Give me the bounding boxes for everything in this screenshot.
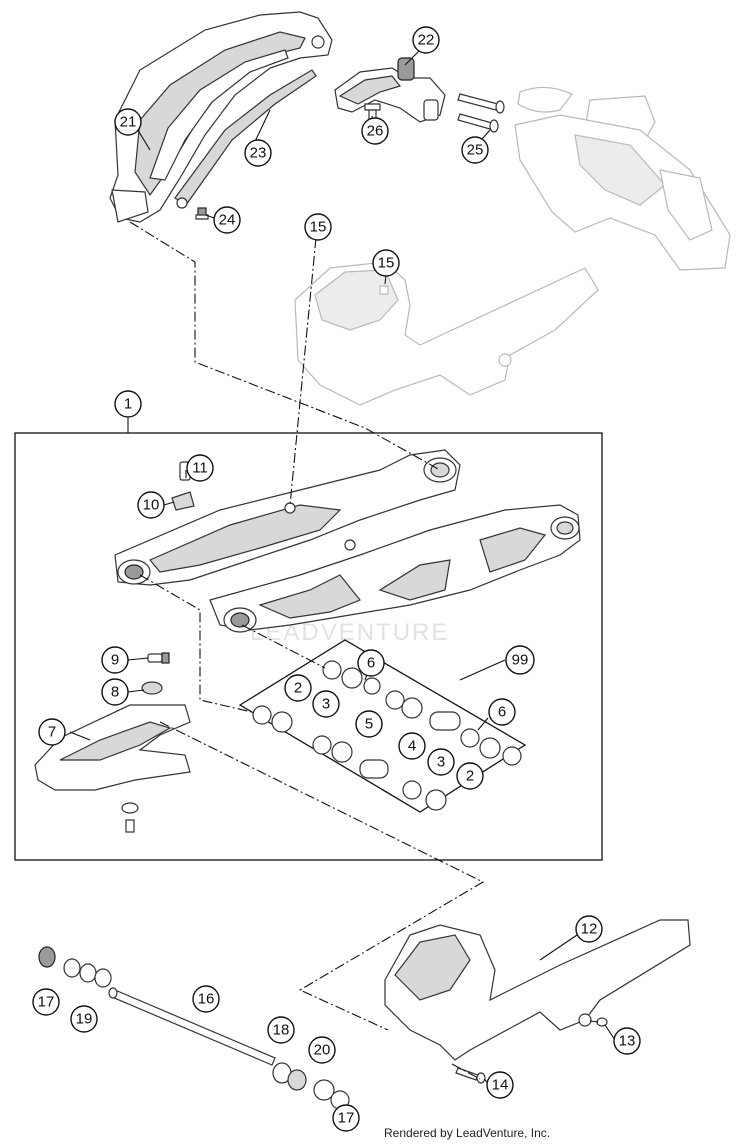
callout-6-bottom: 6 xyxy=(488,698,516,726)
callout-17-left: 17 xyxy=(32,988,60,1016)
svg-text:26: 26 xyxy=(367,123,384,140)
svg-text:6: 6 xyxy=(498,704,506,721)
chain-guard-ghost-top xyxy=(294,227,599,406)
svg-text:16: 16 xyxy=(198,991,215,1008)
callout-6-top: 6 xyxy=(357,649,385,677)
svg-text:18: 18 xyxy=(273,1022,290,1039)
assembly-lines xyxy=(129,221,599,1080)
bearing-kit-99 xyxy=(238,639,527,813)
svg-text:6: 6 xyxy=(367,655,375,672)
svg-text:23: 23 xyxy=(250,145,267,162)
svg-text:20: 20 xyxy=(314,1042,331,1059)
svg-text:21: 21 xyxy=(120,114,137,131)
svg-text:3: 3 xyxy=(322,696,330,713)
callout-15-a: 15 xyxy=(304,213,332,241)
svg-text:8: 8 xyxy=(111,684,119,701)
svg-text:5: 5 xyxy=(365,716,373,733)
callout-24: 24 xyxy=(213,206,241,234)
svg-text:2: 2 xyxy=(466,768,474,785)
svg-text:15: 15 xyxy=(310,219,327,236)
cap-8 xyxy=(141,681,163,695)
callout-5: 5 xyxy=(355,710,383,738)
callouts: 21 22 23 24 25 26 15 15 1 11 10 9 8 7 6 … xyxy=(32,26,641,1132)
rendered-by-credit: Rendered by LeadVenture, Inc. xyxy=(384,1126,551,1140)
spacer-19 xyxy=(63,958,112,988)
svg-text:14: 14 xyxy=(492,1077,509,1094)
callout-12: 12 xyxy=(575,915,603,943)
washer-18 xyxy=(272,1062,307,1091)
part-12-chain-guard xyxy=(384,919,691,1061)
callout-23: 23 xyxy=(244,139,272,167)
tail-light-assembly-ghost xyxy=(514,86,731,271)
part-16-axle xyxy=(108,987,276,1066)
callout-2-bottom: 2 xyxy=(456,762,484,790)
clip-10 xyxy=(171,491,195,511)
svg-text:12: 12 xyxy=(581,921,598,938)
part-22-bracket xyxy=(334,57,446,123)
bolt-9 xyxy=(147,652,170,664)
callout-4: 4 xyxy=(398,732,426,760)
callout-18: 18 xyxy=(267,1016,295,1044)
callout-9: 9 xyxy=(101,646,129,674)
svg-text:24: 24 xyxy=(219,212,236,229)
part-23-strut xyxy=(174,69,317,209)
svg-text:4: 4 xyxy=(408,738,416,755)
svg-text:15: 15 xyxy=(378,255,395,272)
callout-21: 21 xyxy=(114,108,142,136)
callout-26: 26 xyxy=(361,117,389,145)
svg-text:1: 1 xyxy=(124,396,132,413)
callout-22: 22 xyxy=(412,26,440,54)
nut-20 xyxy=(313,1079,335,1101)
callout-3-bottom: 3 xyxy=(427,748,455,776)
callout-15-b: 15 xyxy=(372,249,400,277)
svg-text:17: 17 xyxy=(38,994,55,1011)
callout-10: 10 xyxy=(137,491,165,519)
callout-16: 16 xyxy=(192,985,220,1013)
callout-11: 11 xyxy=(186,454,214,482)
svg-text:25: 25 xyxy=(467,142,484,159)
svg-text:11: 11 xyxy=(192,460,208,477)
callout-25: 25 xyxy=(461,136,489,164)
callout-3-top: 3 xyxy=(312,690,340,718)
svg-text:10: 10 xyxy=(143,497,160,514)
callout-19: 19 xyxy=(70,1005,98,1033)
svg-text:99: 99 xyxy=(512,652,529,669)
nut-17-left xyxy=(38,946,56,968)
svg-text:9: 9 xyxy=(111,652,119,669)
callout-20: 20 xyxy=(308,1036,336,1064)
callout-99: 99 xyxy=(505,645,535,675)
svg-text:7: 7 xyxy=(48,724,56,741)
svg-text:3: 3 xyxy=(437,754,445,771)
bolt-25 xyxy=(457,93,505,133)
svg-text:17: 17 xyxy=(338,1110,355,1127)
callout-13: 13 xyxy=(613,1027,641,1055)
callout-8: 8 xyxy=(101,678,129,706)
svg-text:13: 13 xyxy=(619,1033,636,1050)
callout-17-right: 17 xyxy=(332,1104,360,1132)
svg-text:22: 22 xyxy=(418,32,435,49)
swingarm xyxy=(114,449,581,633)
swingarm-kit-frame xyxy=(14,432,603,861)
bolt-14 xyxy=(455,1067,486,1084)
svg-text:19: 19 xyxy=(76,1011,93,1028)
callout-7: 7 xyxy=(38,718,66,746)
svg-text:2: 2 xyxy=(294,680,302,697)
bolt-24 xyxy=(195,207,209,220)
part-21-grab-rail xyxy=(109,11,333,223)
callout-14: 14 xyxy=(486,1071,514,1099)
part-7-chain-slider xyxy=(34,704,191,833)
callout-1: 1 xyxy=(114,390,142,418)
callout-2-top: 2 xyxy=(284,674,312,702)
